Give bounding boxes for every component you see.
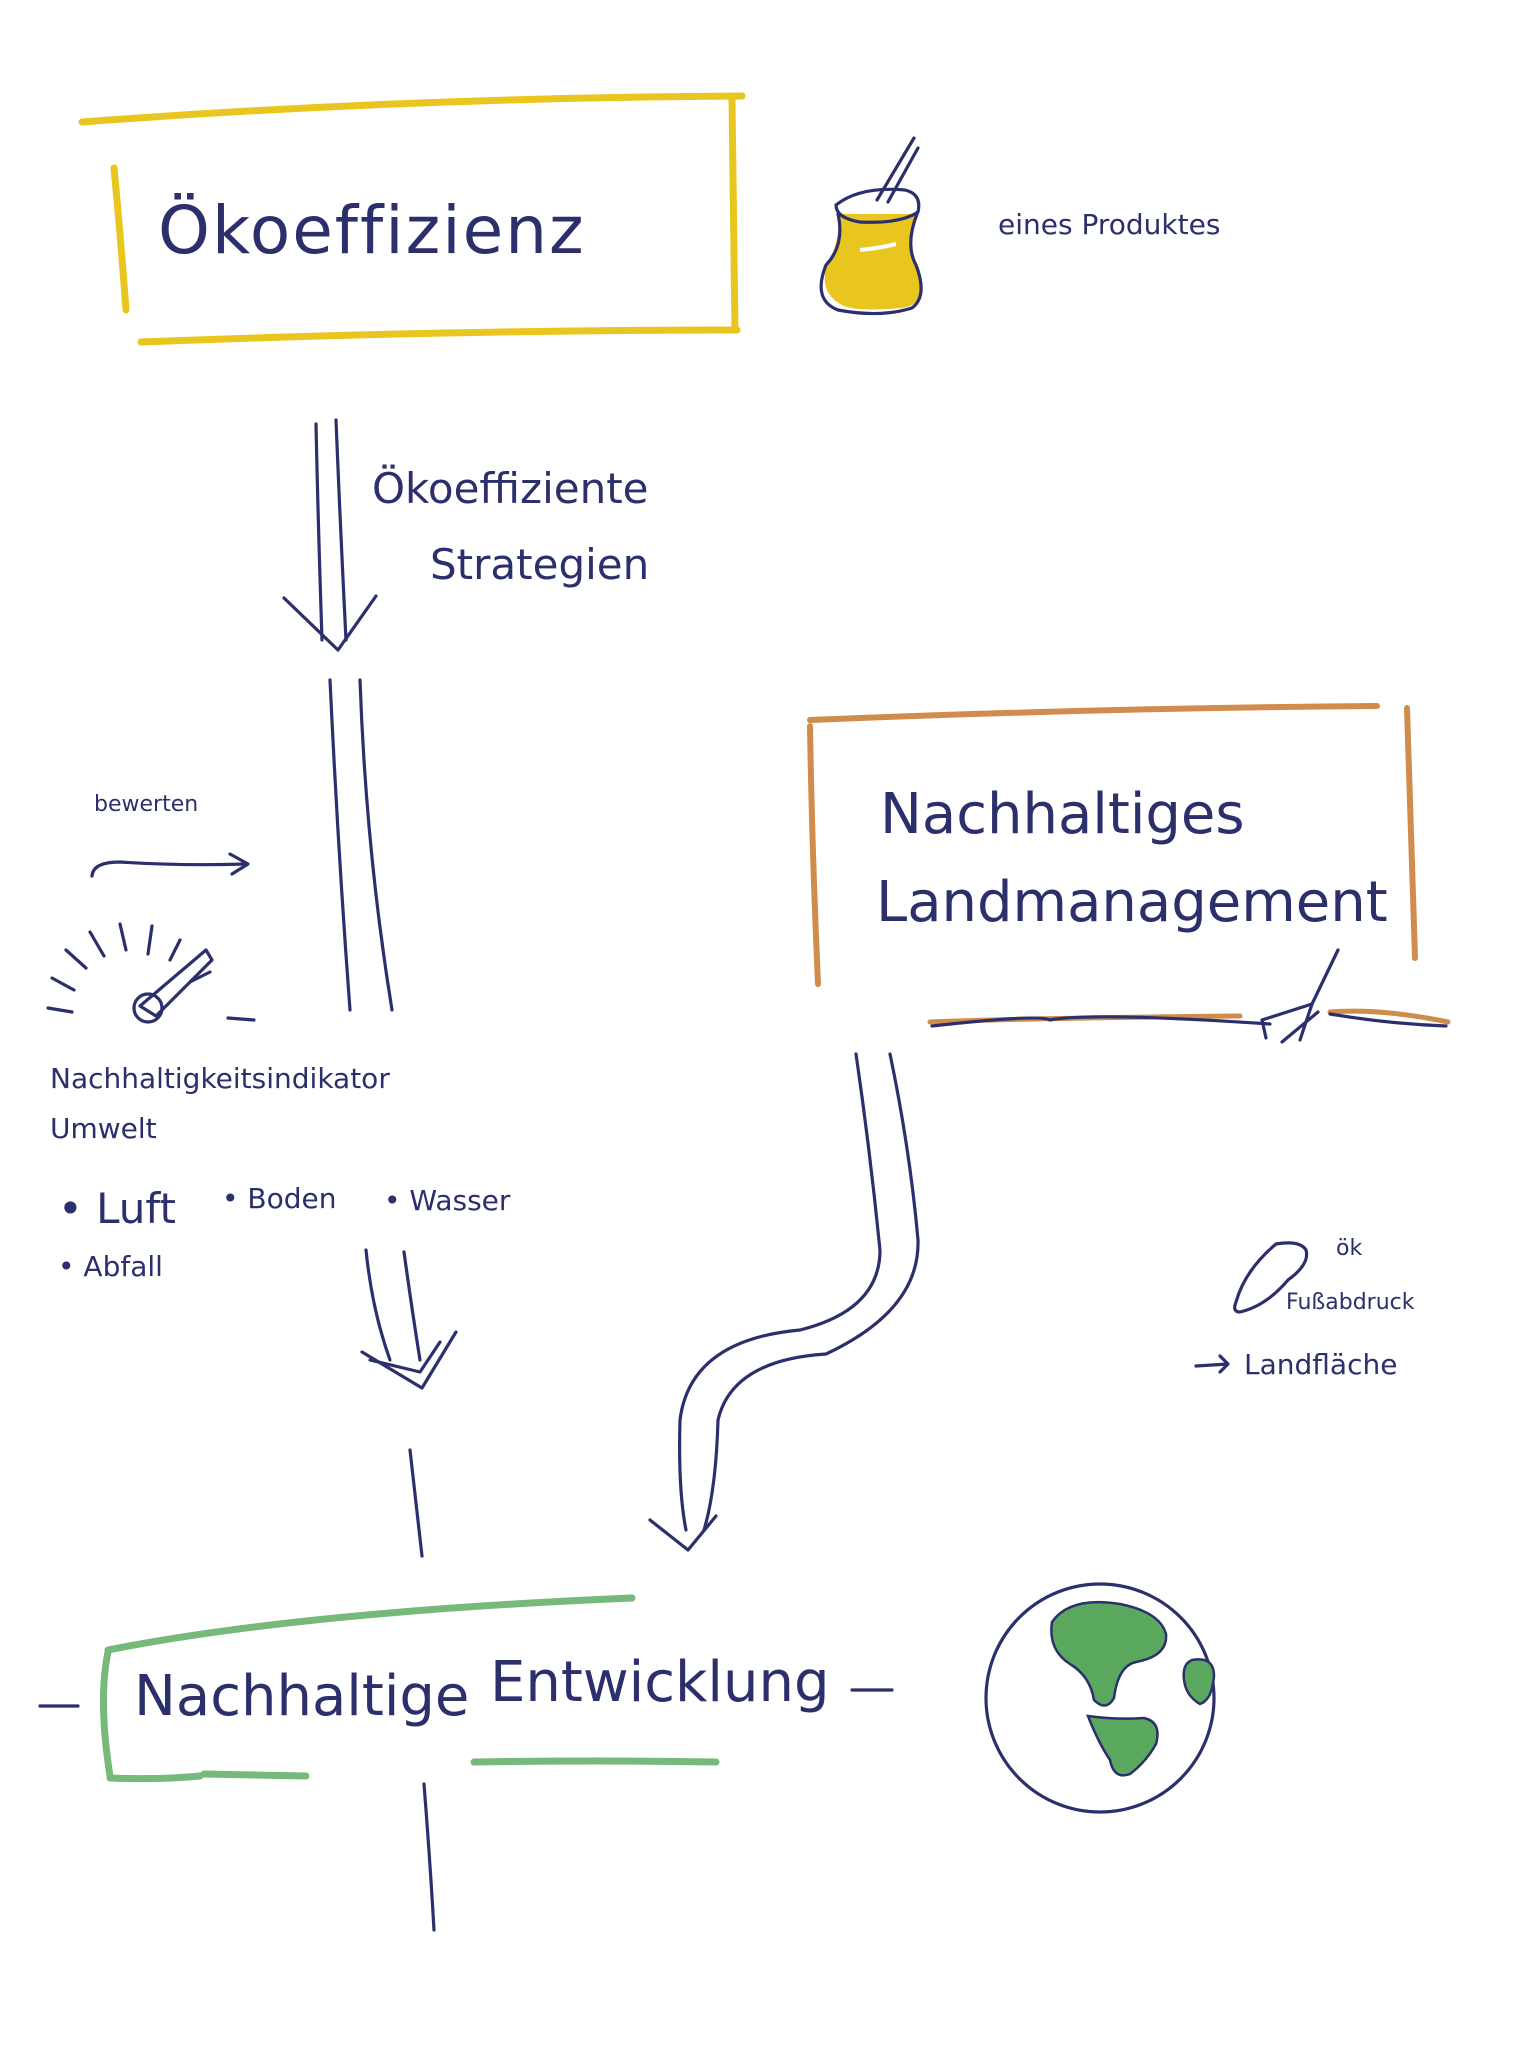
footprint-prefix: ök bbox=[1336, 1236, 1363, 1261]
bottom-line bbox=[422, 1782, 436, 1932]
indicator-item-water: • Wasser bbox=[384, 1184, 511, 1217]
indicator-item-water-label: Wasser bbox=[409, 1184, 511, 1217]
indicator-item-waste-label: Abfall bbox=[83, 1250, 163, 1283]
development-dashes bbox=[38, 1688, 894, 1708]
evaluate-label: bewerten bbox=[94, 792, 199, 817]
indicator-item-air-label: Luft bbox=[96, 1184, 176, 1233]
globe-icon bbox=[984, 1582, 1216, 1814]
central-connector bbox=[328, 678, 394, 1012]
footprint-label: Fußabdruck bbox=[1286, 1290, 1415, 1315]
arrow-label-line2: Strategien bbox=[430, 540, 650, 589]
indicator-line1: Nachhaltigkeitsindikator bbox=[50, 1062, 390, 1095]
development-word2: Entwicklung bbox=[490, 1650, 830, 1715]
indicator-item-waste: • Abfall bbox=[58, 1250, 163, 1283]
title: Ökoeffizienz bbox=[158, 192, 586, 269]
arrow-indicator bbox=[360, 1248, 458, 1390]
arrow-strategies bbox=[282, 418, 378, 652]
evaluate-arrow bbox=[90, 852, 250, 878]
title-frame bbox=[78, 92, 746, 346]
gauge-icon bbox=[46, 922, 256, 1024]
development-frame bbox=[99, 1594, 720, 1783]
product-note: eines Produktes bbox=[998, 208, 1221, 241]
development-word1: Nachhaltige bbox=[134, 1664, 470, 1729]
arrow-land bbox=[648, 1052, 920, 1552]
indicator-item-soil-label: Boden bbox=[247, 1182, 337, 1215]
fork-icon bbox=[1260, 948, 1340, 1044]
soil-line bbox=[930, 1012, 1448, 1028]
land-frame bbox=[807, 703, 1451, 1025]
jar-icon bbox=[819, 136, 923, 316]
connector-line bbox=[408, 1448, 424, 1558]
arrow-label-line1: Ökoeffiziente bbox=[372, 464, 649, 513]
footprint-icon bbox=[1233, 1241, 1309, 1314]
indicator-line2: Umwelt bbox=[50, 1112, 157, 1145]
land-area-arrow bbox=[1194, 1354, 1230, 1374]
land-line2: Landmanagement bbox=[876, 870, 1388, 935]
land-line1: Nachhaltiges bbox=[880, 782, 1245, 847]
indicator-item-air: • Luft bbox=[58, 1184, 176, 1233]
land-area-label: Landfläche bbox=[1244, 1348, 1398, 1381]
indicator-item-soil: • Boden bbox=[222, 1182, 337, 1215]
